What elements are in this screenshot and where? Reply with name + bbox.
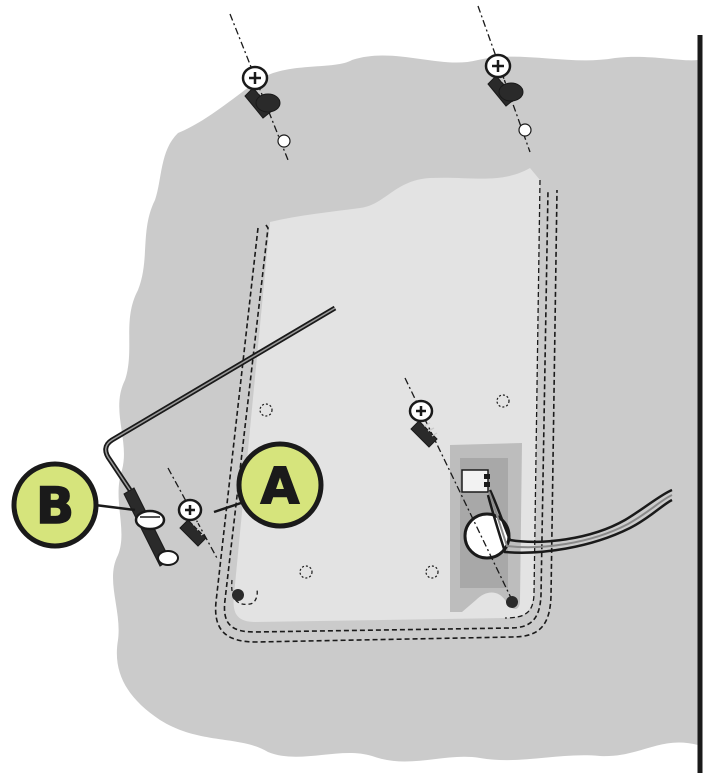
plate-corner-curve — [231, 579, 258, 606]
callout-b: B — [11, 461, 136, 549]
plate-mount-hole — [232, 589, 244, 601]
mounting-plate-outline-inner — [214, 189, 558, 643]
plate-mount-hole — [506, 596, 518, 608]
connector-icon — [461, 469, 490, 493]
screw-icon — [408, 399, 438, 448]
hex-key-icon — [103, 305, 337, 492]
wall-anchor-icon — [498, 82, 524, 102]
set-screw-b — [123, 487, 179, 567]
callout-a-label: A — [261, 457, 300, 515]
wall-anchor-icon — [255, 93, 281, 113]
wall-hole — [518, 123, 532, 137]
mounting-plate-outline — [223, 189, 549, 633]
screw-icon — [177, 498, 207, 547]
callout-b-label: B — [36, 477, 74, 535]
wall-hole — [277, 134, 291, 148]
callout-a: A — [213, 441, 324, 529]
mounting-plate-dash — [504, 179, 541, 619]
cable-icon — [486, 488, 673, 554]
plate-screw-holes — [259, 394, 510, 579]
